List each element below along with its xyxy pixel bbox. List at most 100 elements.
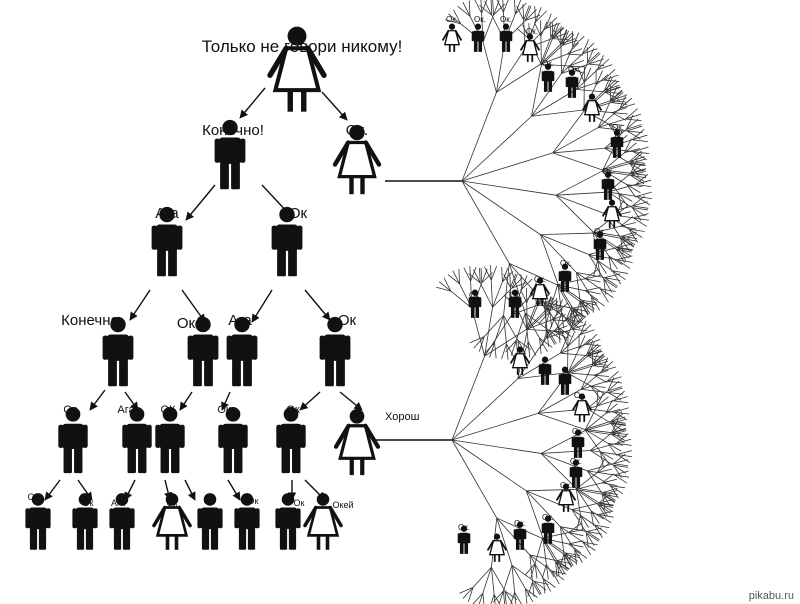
fan-branch xyxy=(616,255,633,261)
fan-branch xyxy=(514,0,516,15)
fan-branch xyxy=(572,35,585,48)
fan-branch xyxy=(482,567,492,594)
fan-branch xyxy=(539,311,550,324)
fan-branch xyxy=(611,418,626,424)
fan-branch xyxy=(482,15,494,43)
fan-branch xyxy=(632,195,645,207)
watermark: pikabu.ru xyxy=(748,590,794,602)
fan-branch xyxy=(602,163,631,172)
fan-branch xyxy=(570,317,583,329)
fan-branch xyxy=(602,493,616,503)
fan-branch xyxy=(584,269,599,280)
fan-branch xyxy=(579,320,587,335)
fan-branch xyxy=(598,502,614,507)
fan-branch xyxy=(608,443,624,446)
fan-branch xyxy=(565,552,578,562)
fan-branch xyxy=(451,439,527,492)
fan-branch xyxy=(468,0,471,17)
fan-branch xyxy=(610,411,623,422)
fan-branch xyxy=(561,46,574,74)
fan-branch xyxy=(597,468,612,474)
fan-branch xyxy=(633,217,647,227)
fan-branch xyxy=(616,259,631,269)
fan-branch xyxy=(567,365,594,375)
fan-branch xyxy=(576,487,604,493)
fan-branch xyxy=(479,4,493,16)
fan-branch xyxy=(553,330,567,339)
fan-branch xyxy=(459,587,474,594)
level2-label: Ага xyxy=(155,205,179,222)
fan-branch xyxy=(525,588,534,602)
fan-branch xyxy=(461,92,497,182)
fan-branch xyxy=(586,532,599,542)
fan-branch xyxy=(552,147,605,154)
fan-branch xyxy=(514,2,527,15)
tree-arrow xyxy=(185,184,216,221)
fan-branch xyxy=(633,151,650,154)
level5-label: Ок xyxy=(28,492,39,502)
fan-branch xyxy=(621,235,638,239)
fan-branch xyxy=(552,23,560,39)
fan-branch xyxy=(619,97,633,109)
fan-branch xyxy=(545,13,552,29)
fan-branch xyxy=(616,248,632,253)
fan-branch xyxy=(516,5,525,21)
fan-branch xyxy=(472,567,492,588)
fan-branch xyxy=(510,592,516,604)
fan-branch xyxy=(480,267,483,283)
fan-branch xyxy=(556,560,572,565)
level2-label: Ок xyxy=(289,205,308,222)
fan-branch xyxy=(629,159,638,174)
fan-branch xyxy=(560,334,581,354)
fan-branch xyxy=(619,103,636,109)
fan-branch xyxy=(484,0,493,16)
fan-branch xyxy=(606,371,619,382)
level4-person xyxy=(58,406,88,474)
level4-label: Ок xyxy=(286,404,300,416)
fan-branch xyxy=(613,453,626,464)
level3-label: Конечно xyxy=(61,312,119,329)
fan-branch xyxy=(601,361,614,372)
fan-branch xyxy=(529,554,557,561)
level1-label: Ок. xyxy=(346,122,368,139)
fan-branch xyxy=(509,263,558,286)
fan-label: Ок. xyxy=(560,481,572,490)
fan-branch xyxy=(555,561,568,572)
fan-branch xyxy=(624,138,632,153)
fan-branch xyxy=(496,48,526,93)
fan-branch xyxy=(501,266,503,282)
fan-branch xyxy=(526,304,539,331)
fan-branch xyxy=(443,277,452,292)
fan-branch xyxy=(567,355,589,375)
fan-branch xyxy=(588,254,613,272)
fan-branch xyxy=(561,312,571,327)
fan-label: Ок. xyxy=(526,27,538,36)
fan-branch xyxy=(629,163,646,167)
level4-label: ОК xyxy=(161,404,177,416)
fan-branch xyxy=(533,580,547,591)
fan-branch xyxy=(461,152,553,182)
fan-label: Ок. xyxy=(568,65,580,74)
fan-branch xyxy=(540,63,570,67)
fan-branch xyxy=(611,428,626,434)
fan-branch xyxy=(546,330,550,347)
fan-branch xyxy=(635,179,652,185)
level4-label: Ага xyxy=(117,404,135,416)
fan-branch xyxy=(587,470,611,486)
fan-branch xyxy=(602,160,630,171)
fan-branch xyxy=(484,329,527,357)
fan-branch xyxy=(524,9,537,21)
fan-branch xyxy=(592,354,605,365)
fan-branch xyxy=(598,118,626,128)
fan-branch xyxy=(511,295,532,316)
fan-branch xyxy=(616,438,632,444)
fan-branch xyxy=(575,488,603,495)
fan-branch xyxy=(605,87,621,93)
fan-branch xyxy=(502,565,513,592)
fan-branch xyxy=(490,265,492,281)
fan-branch xyxy=(605,403,618,414)
level5-label: Ок xyxy=(204,496,215,506)
fan-branch xyxy=(613,390,625,402)
fan-branch xyxy=(580,514,590,528)
fan-branch xyxy=(599,288,609,303)
